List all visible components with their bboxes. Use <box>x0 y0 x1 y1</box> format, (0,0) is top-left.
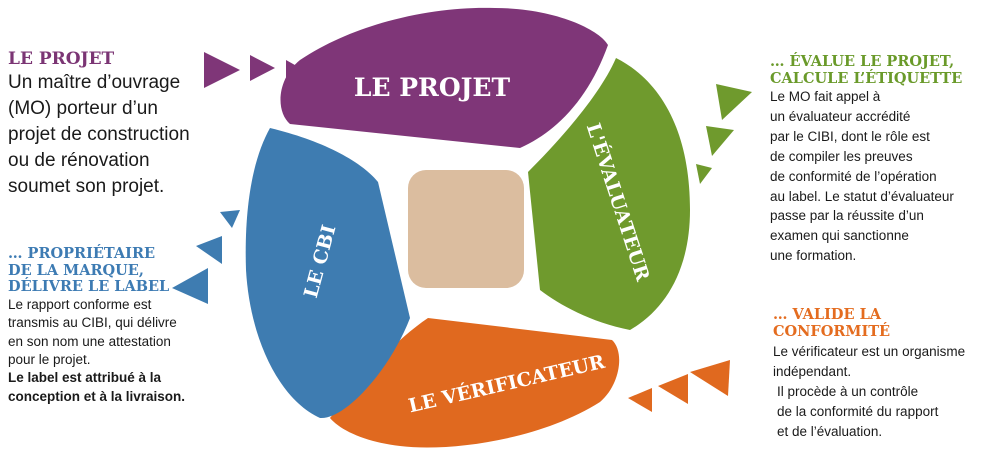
cibi-description: … PROPRIÉTAIRE DE LA MARQUE, DÉLIVRE LE … <box>8 245 223 406</box>
arrow-triangle-eval-3 <box>696 164 712 184</box>
segment-label-projet: LE PROJET <box>354 73 511 102</box>
cibi-line: transmis au CIBI, qui délivre <box>8 315 177 331</box>
evaluateur-line: de compiler les preuves <box>770 148 913 164</box>
projet-line: (MO) porteur d’un <box>8 97 158 119</box>
evaluateur-line: Le MO fait appel à <box>770 89 881 105</box>
verificateur-line: Il procède à un contrôle <box>777 384 919 400</box>
cibi-line: en son nom une attestation <box>8 333 171 349</box>
projet-description: LE PROJET Un maître d’ouvrage (MO) porte… <box>8 49 228 201</box>
cibi-line: Le rapport conforme est <box>8 297 152 313</box>
projet-line: soumet son projet. <box>8 176 165 198</box>
arrow-triangle-verif-2 <box>658 374 688 404</box>
cibi-line: pour le projet. <box>8 352 91 368</box>
arrow-triangle-cibi-2 <box>196 236 222 264</box>
arrow-triangle-verif-3 <box>628 388 652 412</box>
evaluateur-body: Le MO fait appel à un évaluateur accrédi… <box>770 87 990 266</box>
projet-line: Un maître d’ouvrage <box>8 71 181 93</box>
evaluateur-line: passe par la réussite d’un <box>770 208 924 224</box>
cibi-bold-line: conception et à la livraison. <box>8 388 186 404</box>
evaluateur-line: une formation. <box>770 248 857 264</box>
cibi-heading-line: … PROPRIÉTAIRE <box>8 245 156 262</box>
evaluateur-heading-line: … ÉVALUE LE PROJET, <box>770 53 955 70</box>
evaluateur-line: par le CIBI, dont le rôle est <box>770 129 930 145</box>
segment-cibi <box>245 128 410 419</box>
segment-projet <box>280 7 608 148</box>
evaluateur-line: au label. Le statut d’évaluateur <box>770 188 954 204</box>
segment-verificateur <box>330 318 620 448</box>
verificateur-line: indépendant. <box>773 364 852 380</box>
verificateur-line: et de l’évaluation. <box>777 423 883 439</box>
verificateur-body: Le vérificateur est un organisme indépen… <box>773 342 998 441</box>
arrow-triangle-projet-1 <box>204 52 240 88</box>
cibi-heading-line: DE LA MARQUE, <box>8 261 144 279</box>
evaluateur-line: de conformité de l’opération <box>770 168 937 184</box>
evaluateur-description: … ÉVALUE LE PROJET, CALCULE L’ÉTIQUETTE … <box>770 53 990 266</box>
arrow-triangle-eval-1 <box>716 84 752 120</box>
arrow-triangle-projet-2 <box>250 55 275 81</box>
evaluateur-heading: … ÉVALUE LE PROJET, CALCULE L’ÉTIQUETTE <box>770 53 990 87</box>
cibi-body: Le rapport conforme est transmis au CIBI… <box>8 296 223 406</box>
verificateur-description: … VALIDE LA CONFORMITÉ Le vérificateur e… <box>773 306 998 442</box>
arrow-triangle-eval-2 <box>706 126 734 156</box>
verificateur-line: de la conformité du rapport <box>777 403 939 419</box>
center-square <box>408 170 524 288</box>
evaluateur-heading-line: CALCULE L’ÉTIQUETTE <box>770 69 963 87</box>
projet-line: ou de rénovation <box>8 150 150 172</box>
verificateur-heading: … VALIDE LA CONFORMITÉ <box>773 306 891 340</box>
cibi-bold-line: Le label est attribué à la <box>8 370 162 386</box>
cibi-heading: … PROPRIÉTAIRE DE LA MARQUE, DÉLIVRE LE … <box>8 245 223 296</box>
arrow-triangle-verif-1 <box>690 360 730 396</box>
verificateur-line: Le vérificateur est un organisme <box>773 344 966 360</box>
cibi-heading-line: DÉLIVRE LE LABEL <box>8 278 170 296</box>
arrow-triangle-cibi-1 <box>220 210 240 228</box>
projet-body: Un maître d’ouvrage (MO) porteur d’un pr… <box>8 70 228 201</box>
evaluateur-line: un évaluateur accrédité <box>770 109 911 125</box>
evaluateur-line: examen qui sanctionne <box>770 228 909 244</box>
arrow-triangle-cibi-3 <box>172 268 208 304</box>
projet-heading: LE PROJET <box>8 49 115 69</box>
projet-line: projet de construction <box>8 123 190 145</box>
segment-evaluateur <box>528 58 690 330</box>
